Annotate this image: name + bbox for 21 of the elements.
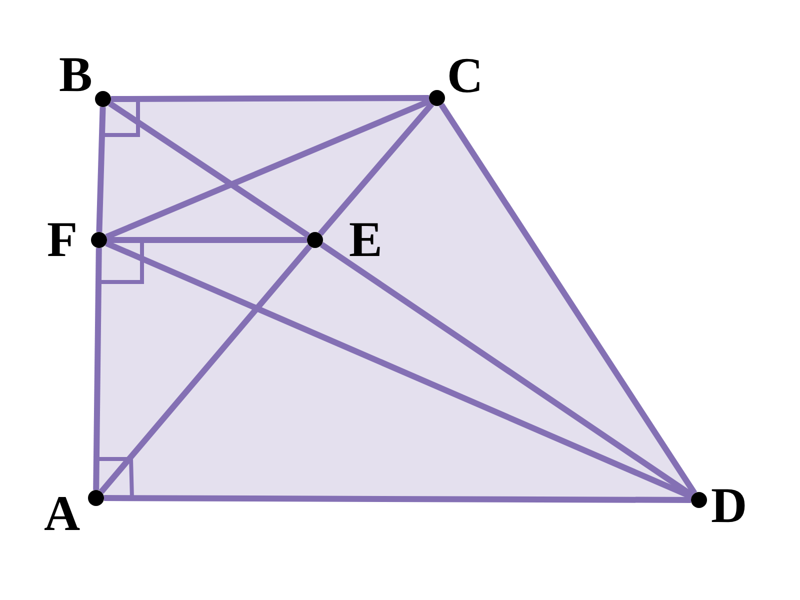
point-dot	[88, 490, 104, 506]
line-segment	[104, 495, 691, 503]
point-label: D	[711, 480, 748, 530]
line-segment	[438, 103, 698, 495]
line-segment	[111, 95, 429, 102]
point-label: F	[47, 214, 78, 264]
line-segment	[318, 102, 434, 236]
point-label: A	[44, 488, 80, 538]
point-label: B	[59, 49, 92, 99]
point-label: C	[447, 50, 484, 100]
point-dot	[429, 90, 445, 106]
line-segment	[108, 100, 310, 238]
line-segment	[96, 106, 106, 232]
point-dot	[91, 232, 107, 248]
point-label: E	[349, 214, 382, 264]
line-segment	[105, 98, 431, 240]
point-dot	[95, 91, 111, 107]
line-segment	[98, 244, 312, 494]
line-segment	[107, 237, 307, 243]
point-dot	[691, 492, 707, 508]
line-segment	[93, 248, 102, 490]
